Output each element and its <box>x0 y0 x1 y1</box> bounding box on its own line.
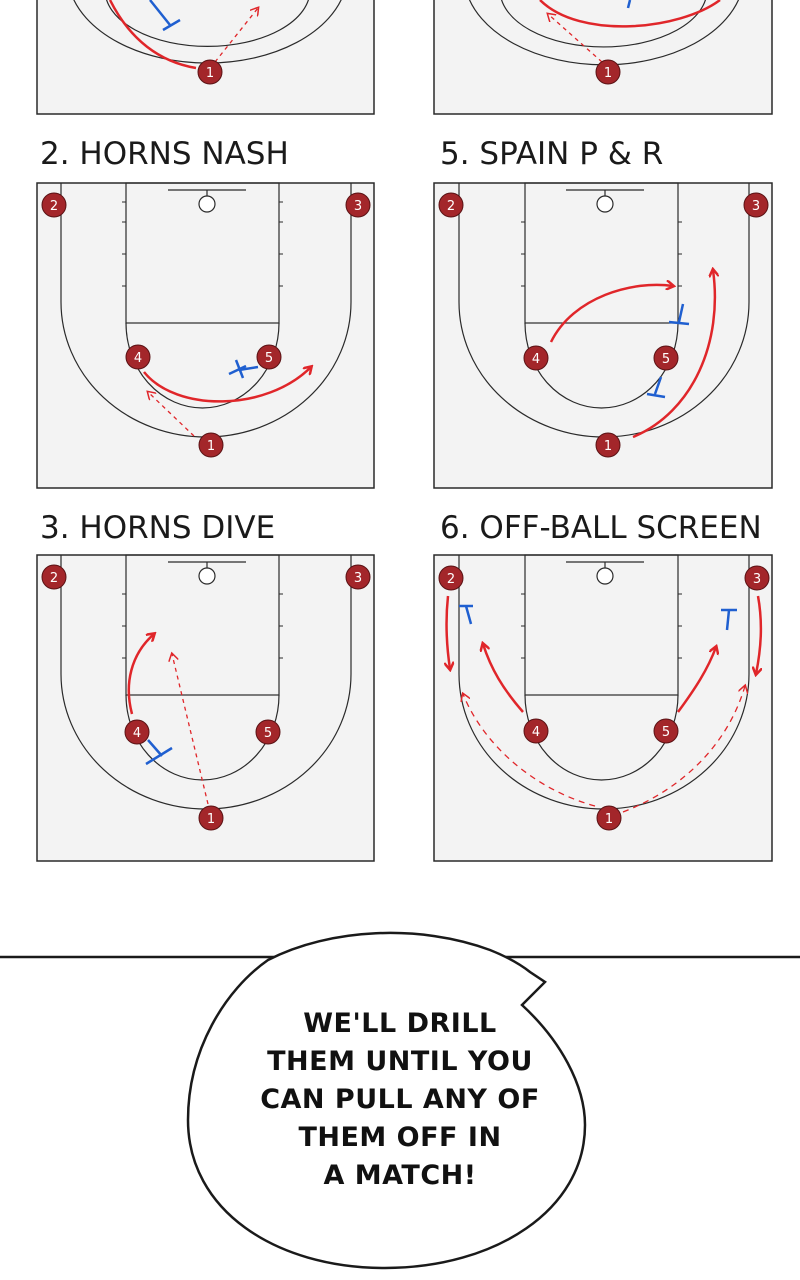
pass-path <box>148 392 195 437</box>
screen-mark <box>646 376 666 399</box>
screen-mark <box>228 359 259 379</box>
pass-path-right <box>622 686 745 813</box>
player-5: 5 <box>256 344 282 370</box>
cut-path-1 <box>632 270 715 439</box>
court-off-ball-screen: 2 3 4 5 1 <box>433 554 773 862</box>
svg-text:1: 1 <box>207 812 215 827</box>
player-1: 1 <box>595 432 621 458</box>
player-1: 1 <box>596 805 622 831</box>
svg-text:3: 3 <box>752 199 760 214</box>
player-3: 3 <box>345 564 371 590</box>
play-title-spain-pnr: 5. SPAIN P & R <box>440 136 664 172</box>
svg-text:5: 5 <box>662 725 670 740</box>
cut-path <box>143 367 311 403</box>
cut-path-2 <box>447 595 450 669</box>
speech-line: WE'LL DRILL <box>303 1008 497 1039</box>
speech-line: CAN PULL ANY OF <box>260 1084 540 1115</box>
dive-path <box>127 634 154 715</box>
svg-text:5: 5 <box>265 351 273 366</box>
screen-mark <box>721 608 737 631</box>
player-5: 5 <box>653 718 679 744</box>
player-4: 4 <box>523 718 549 744</box>
player-2: 2 <box>41 192 67 218</box>
play-title-off-ball-screen: 6. OFF-BALL SCREEN <box>440 510 762 546</box>
cut-path-3 <box>756 595 761 674</box>
player-4: 4 <box>125 344 151 370</box>
court-horns-dive: 2 3 4 5 1 <box>36 554 376 862</box>
pass-path-left <box>463 694 596 807</box>
svg-text:3: 3 <box>354 199 362 214</box>
svg-text:3: 3 <box>354 571 362 586</box>
svg-text:2: 2 <box>50 571 58 586</box>
player-4: 4 <box>124 719 150 745</box>
player-3: 3 <box>345 192 371 218</box>
player-5: 5 <box>255 719 281 745</box>
svg-text:3: 3 <box>753 572 761 587</box>
speech-line: A MATCH! <box>323 1160 477 1191</box>
play-title-horns-nash: 2. HORNS NASH <box>40 136 289 172</box>
svg-text:5: 5 <box>662 352 670 367</box>
cut-path-4 <box>483 644 524 713</box>
speech-line: THEM UNTIL YOU <box>267 1046 533 1077</box>
speech-bubble-area <box>0 931 800 1270</box>
speech-bubble <box>186 931 587 1270</box>
svg-text:2: 2 <box>447 572 455 587</box>
svg-text:5: 5 <box>264 726 272 741</box>
svg-text:4: 4 <box>532 725 540 740</box>
player-1: 1 <box>198 432 224 458</box>
svg-text:4: 4 <box>133 726 141 741</box>
svg-text:1: 1 <box>604 439 612 454</box>
screen-mark <box>459 604 473 625</box>
svg-text:2: 2 <box>50 199 58 214</box>
player-4: 4 <box>523 345 549 371</box>
partial-court-top-right: 1 <box>433 0 773 115</box>
player-5: 5 <box>653 345 679 371</box>
player-3: 3 <box>744 565 770 591</box>
player-number: 1 <box>604 66 612 81</box>
player-2: 2 <box>438 565 464 591</box>
cut-path-5 <box>676 647 716 713</box>
speech-line: THEM OFF IN <box>298 1122 502 1153</box>
cut-path-4 <box>549 285 673 343</box>
court-horns-nash: 2 3 4 5 1 <box>36 182 376 490</box>
player-3: 3 <box>743 192 769 218</box>
partial-court-top-left: 1 <box>36 0 375 115</box>
screen-mark <box>145 739 173 766</box>
player-2: 2 <box>438 192 464 218</box>
pass-path <box>172 654 209 805</box>
court-spain-pnr: 2 3 4 5 1 <box>433 182 773 490</box>
speech-bubble-text: WE'LL DRILL THEM UNTIL YOU CAN PULL ANY … <box>230 1005 570 1195</box>
svg-text:1: 1 <box>605 812 613 827</box>
player-number: 1 <box>206 66 214 81</box>
screen-mark <box>668 303 690 326</box>
svg-text:4: 4 <box>134 351 142 366</box>
play-title-horns-dive: 3. HORNS DIVE <box>40 510 276 546</box>
player-2: 2 <box>41 564 67 590</box>
svg-text:1: 1 <box>207 439 215 454</box>
svg-text:2: 2 <box>447 199 455 214</box>
player-1: 1 <box>198 805 224 831</box>
svg-text:4: 4 <box>532 352 540 367</box>
